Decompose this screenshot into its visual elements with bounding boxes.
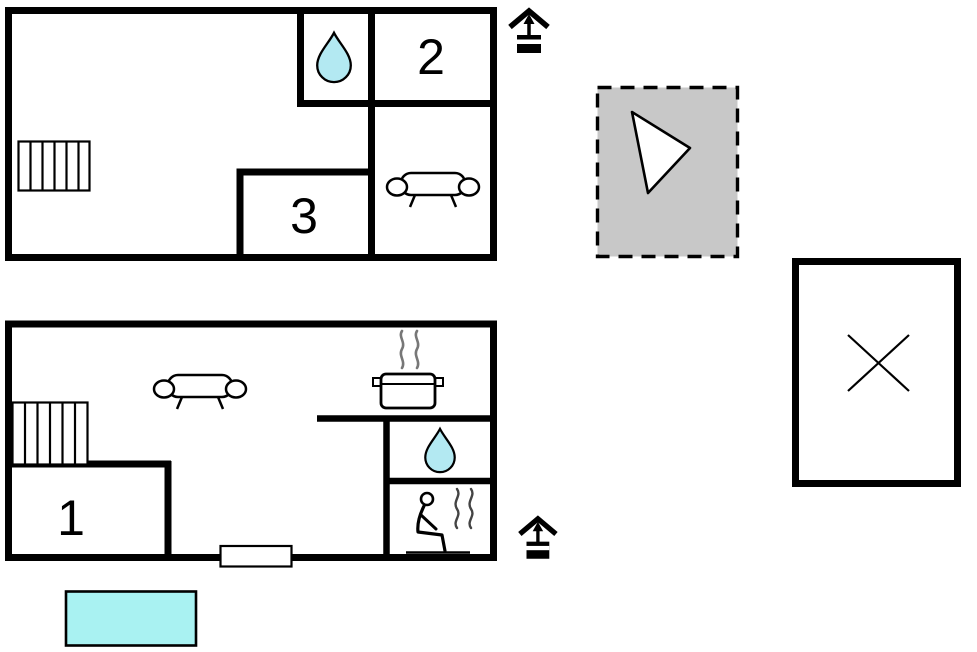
upper-floor-outer-wall (5, 7, 497, 261)
ground-floor-plan: 1 (5, 320, 497, 568)
terrace (792, 258, 961, 487)
stairs-icon (17, 140, 91, 192)
door-opening (219, 544, 293, 568)
upper-floor-plan: 2 3 (5, 7, 497, 261)
stove-steam-icon (372, 329, 444, 410)
north-arrow-icon (630, 110, 692, 195)
terrace-cross-icon (847, 334, 910, 392)
sauna-person-icon (406, 487, 474, 554)
entrance-house-arrow-icon (510, 11, 548, 53)
pool-rect (64, 590, 198, 647)
north-arrow-box (595, 85, 740, 259)
ground-floor-outer-wall (5, 320, 497, 561)
entrance-house-arrow-icon-ground (520, 519, 556, 559)
room-1-label: 1 (57, 490, 85, 546)
heat-waves-icon (454, 487, 474, 530)
terrace-outline (792, 258, 961, 487)
steam-icon (414, 329, 420, 370)
room-3-label: 3 (290, 188, 318, 244)
room-2-label: 2 (417, 29, 445, 85)
steam-icon (399, 329, 405, 370)
stairs-icon-ground (11, 401, 89, 466)
